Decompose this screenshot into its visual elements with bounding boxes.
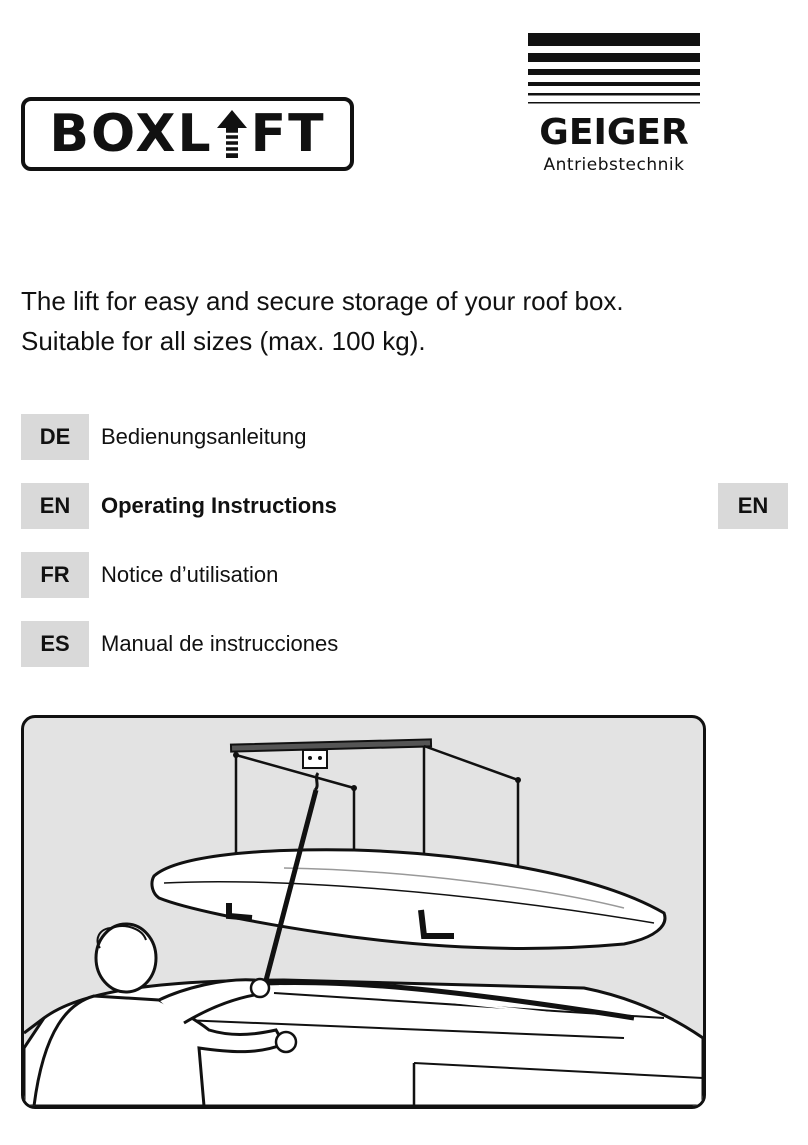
lang-label-en[interactable]: Operating Instructions <box>101 493 337 518</box>
geiger-stripes-logo <box>528 33 700 104</box>
company-subtitle: Antriebstechnik <box>543 155 685 175</box>
product-illustration <box>21 715 706 1109</box>
lang-code-en[interactable]: EN <box>21 483 89 529</box>
lang-code-es[interactable]: ES <box>21 621 89 667</box>
boxlift-logo-text-left: BOXL <box>49 104 213 164</box>
lang-label-de[interactable]: Bedienungsanleitung <box>101 424 307 449</box>
side-language-tab[interactable]: EN <box>718 483 788 529</box>
boxlift-usage-drawing <box>24 738 703 1106</box>
intro-line-1: The lift for easy and secure storage of … <box>21 286 624 316</box>
lang-code-de[interactable]: DE <box>21 414 89 460</box>
boxlift-logo-text-right: FT <box>250 104 326 164</box>
lift-arrow-icon <box>216 110 247 158</box>
intro-line-2: Suitable for all sizes (max. 100 kg). <box>21 326 426 356</box>
lang-label-es[interactable]: Manual de instrucciones <box>101 631 339 656</box>
company-name: GEIGER <box>539 112 689 153</box>
lang-code-fr[interactable]: FR <box>21 552 89 598</box>
boxlift-logo: BOXL FT <box>21 97 354 171</box>
lang-label-fr[interactable]: Notice d’utilisation <box>101 562 279 587</box>
